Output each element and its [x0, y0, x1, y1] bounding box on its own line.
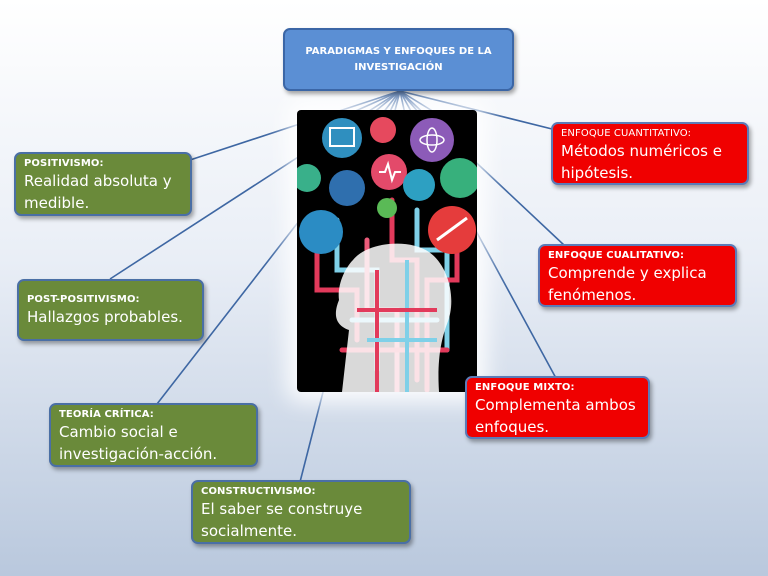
node-body: Métodos numéricos e hipótesis. — [561, 142, 722, 182]
node-heading: TEORÍA CRÍTICA: — [59, 409, 154, 420]
head-science-icon — [297, 117, 477, 392]
connector-cuantitativo — [399, 90, 557, 131]
node-body: Cambio social e investigación-acción. — [59, 423, 218, 463]
node-enfoque-mixto: ENFOQUE MIXTO: Complementa ambos enfoque… — [465, 376, 650, 439]
node-post-positivismo: POST-POSITIVISMO: Hallazgos probables. — [17, 279, 204, 341]
node-heading: ENFOQUE CUANTITATIVO: — [561, 128, 692, 139]
node-body: El saber se construye socialmente. — [201, 500, 363, 540]
node-heading: ENFOQUE MIXTO: — [475, 382, 575, 393]
node-enfoque-cuantitativo: ENFOQUE CUANTITATIVO: Métodos numéricos … — [551, 122, 749, 185]
node-enfoque-cualitativo: ENFOQUE CUALITATIVO: Comprende y explica… — [538, 244, 737, 307]
node-constructivismo: CONSTRUCTIVISMO: El saber se construye s… — [191, 480, 411, 544]
node-body: Complementa ambos enfoques. — [475, 396, 636, 436]
connector-positivismo — [189, 90, 401, 161]
node-body: Hallazgos probables. — [27, 308, 183, 326]
head-science-illustration — [297, 110, 477, 392]
node-positivismo: POSITIVISMO: Realidad absoluta y medible… — [14, 152, 192, 216]
node-heading: CONSTRUCTIVISMO: — [201, 486, 316, 497]
node-body: Comprende y explica fenómenos. — [548, 264, 707, 304]
node-body: Realidad absoluta y medible. — [24, 172, 172, 212]
node-heading: ENFOQUE CUALITATIVO: — [548, 250, 685, 261]
node-heading: POST-POSITIVISMO: — [27, 294, 140, 305]
node-teoria-critica: TEORÍA CRÍTICA: Cambio social e investig… — [49, 403, 258, 467]
node-heading: POSITIVISMO: — [24, 158, 104, 169]
title-text: PARADIGMAS Y ENFOQUES DE LA INVESTIGACIÓ… — [305, 46, 492, 73]
title-box: PARADIGMAS Y ENFOQUES DE LA INVESTIGACIÓ… — [283, 28, 514, 91]
